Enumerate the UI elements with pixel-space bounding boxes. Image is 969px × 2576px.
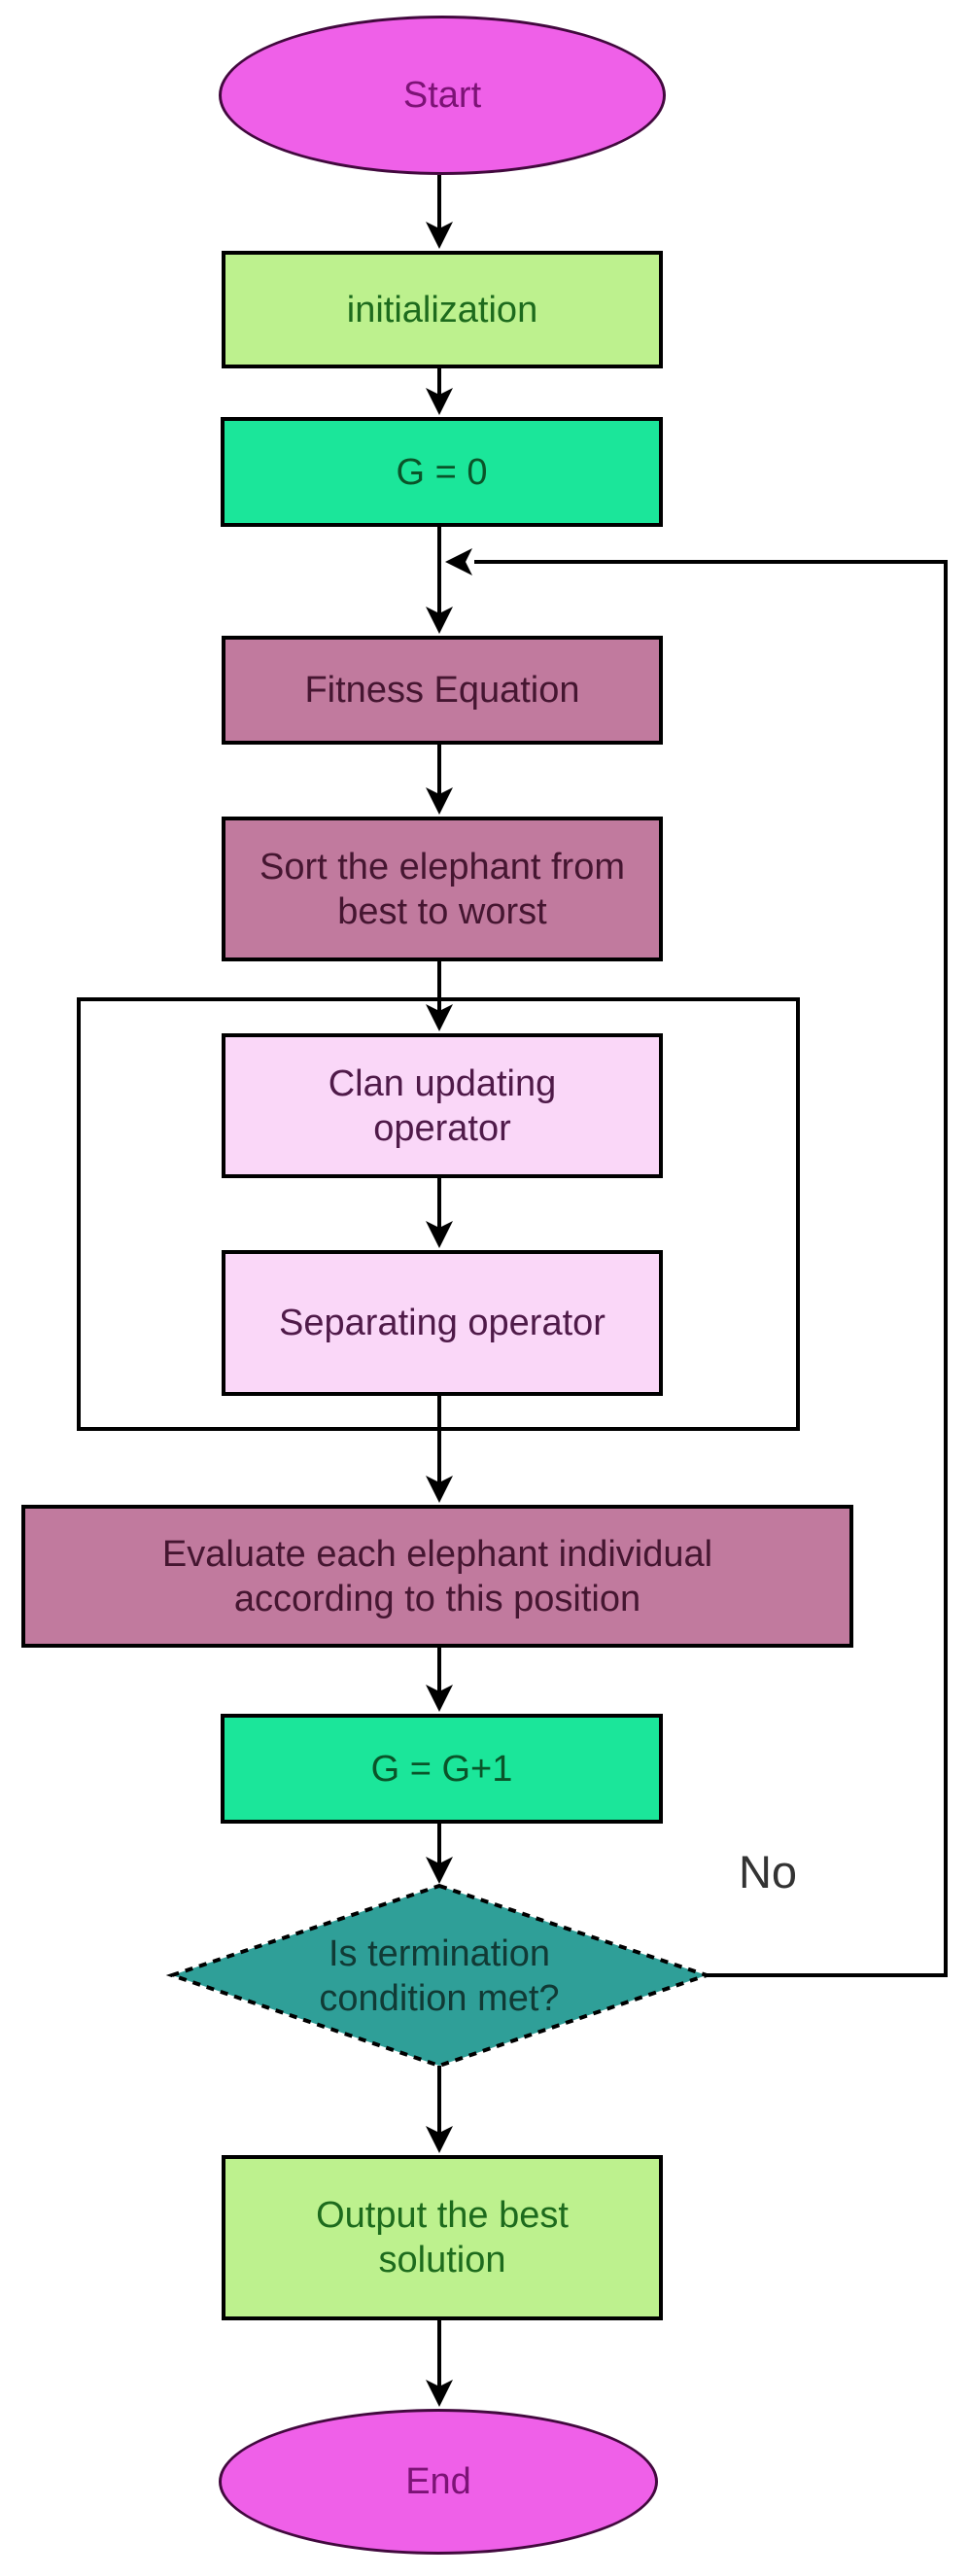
node-g-increment: G = G+1 xyxy=(221,1714,663,1824)
node-start-label: Start xyxy=(402,75,482,116)
node-evaluate-elephants: Evaluate each elephant individual accord… xyxy=(21,1505,853,1648)
arrowheads xyxy=(426,222,472,2407)
node-output-best: Output the best solution xyxy=(222,2155,663,2320)
node-clan-updating: Clan updating operator xyxy=(222,1033,663,1178)
node-sort-elephants: Sort the elephant from best to worst xyxy=(222,817,663,961)
node-initialization-label: initialization xyxy=(346,289,538,331)
node-start: Start xyxy=(219,16,666,175)
node-clan-updating-label: Clan updating operator xyxy=(328,1062,557,1149)
node-evaluate-elephants-label: Evaluate each elephant individual accord… xyxy=(161,1533,713,1619)
node-output-best-label: Output the best solution xyxy=(316,2195,569,2280)
node-initialization: initialization xyxy=(222,251,663,368)
node-end-label: End xyxy=(405,2461,471,2502)
decision-diamond-shape xyxy=(165,1883,713,2069)
node-sort-elephants-label: Sort the elephant from best to worst xyxy=(260,846,625,932)
node-decision: Is termination condition met? xyxy=(172,1886,707,2066)
node-fitness-equation: Fitness Equation xyxy=(222,636,663,745)
node-g-increment-label: G = G+1 xyxy=(370,1748,513,1790)
node-separating-operator: Separating operator xyxy=(222,1250,663,1396)
node-g-zero: G = 0 xyxy=(221,417,663,527)
edge-no-loop xyxy=(474,560,948,1977)
node-decision-label: Is termination condition met? xyxy=(319,1932,560,2019)
node-fitness-equation-label: Fitness Equation xyxy=(304,670,580,711)
node-g-zero-label: G = 0 xyxy=(396,451,488,493)
node-end: End xyxy=(219,2409,658,2555)
node-separating-operator-label: Separating operator xyxy=(279,1303,606,1343)
edge-label-no: No xyxy=(738,1846,798,1897)
